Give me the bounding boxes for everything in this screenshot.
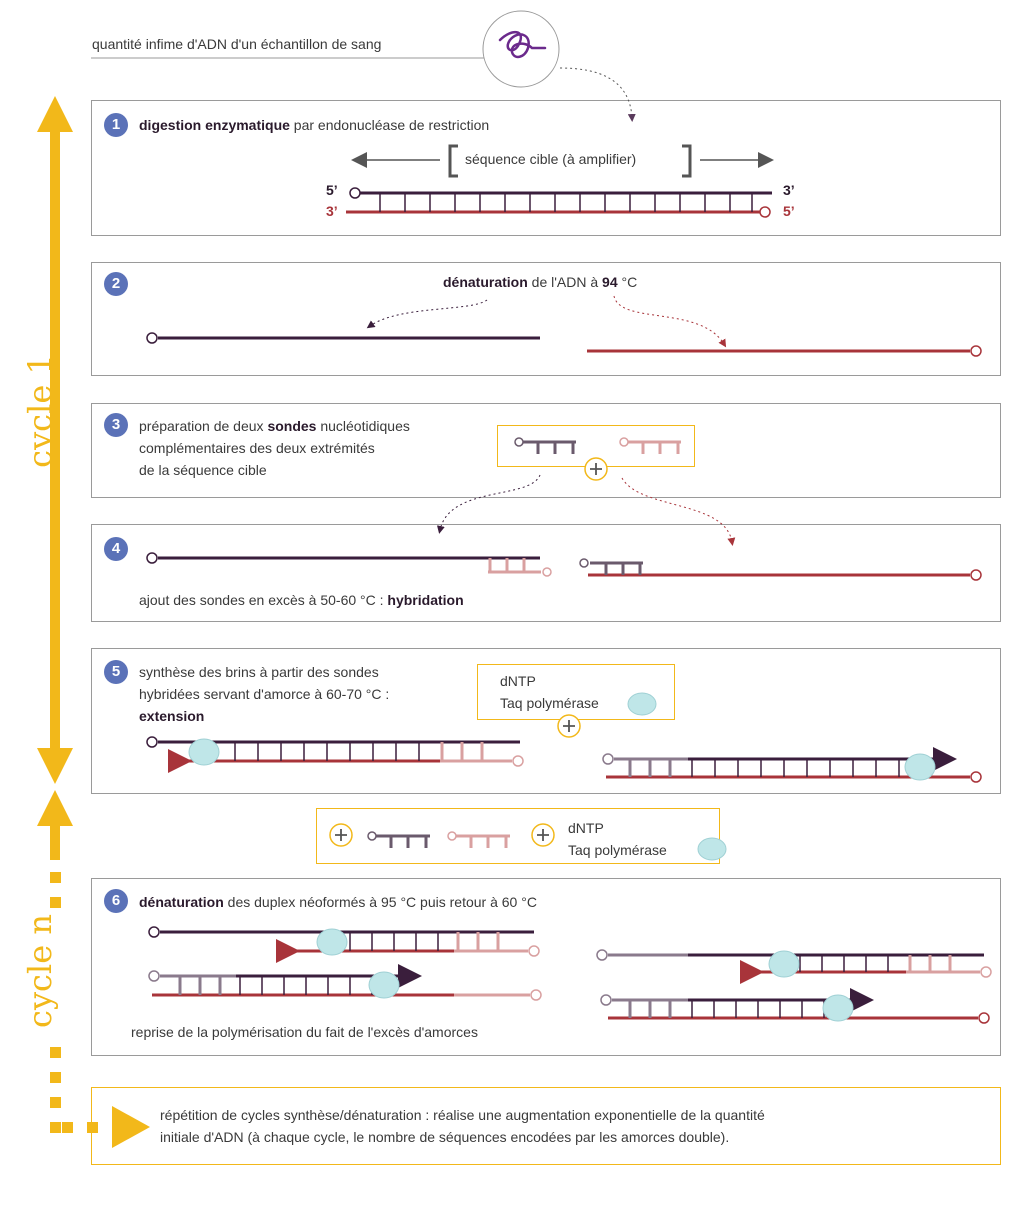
step-5-badge: 5 bbox=[104, 660, 128, 684]
step6-box bbox=[91, 878, 1001, 1056]
denat-arrow-dark bbox=[366, 299, 488, 329]
step-5-line3: extension bbox=[139, 708, 205, 724]
step-6-badge: 6 bbox=[104, 889, 128, 913]
step-2-title: dénaturation de l'ADN à 94 °C bbox=[443, 274, 638, 290]
step-4-badge: 4 bbox=[104, 537, 128, 561]
ext-right-rungs bbox=[691, 759, 900, 777]
probe-arrow-red bbox=[621, 477, 736, 546]
reagent-taq-between: Taq polymérase bbox=[568, 842, 667, 858]
footer-play-icon bbox=[112, 1106, 150, 1148]
target-bracket-left bbox=[448, 144, 458, 178]
plus-icon-between-1 bbox=[329, 823, 353, 847]
target-arrowhead-left-icon bbox=[351, 152, 367, 168]
step-4-caption: ajout des sondes en excès à 50-60 °C : h… bbox=[139, 592, 464, 608]
probe-arrow-dark bbox=[436, 474, 541, 534]
cycle1-label: cycle 1 bbox=[21, 354, 59, 468]
step-1-title: digestion enzymatique par endonucléase d… bbox=[139, 117, 490, 133]
target-arrowhead-right-icon bbox=[758, 152, 774, 168]
dna-scribble-icon bbox=[498, 31, 547, 59]
hyb-probe-dark bbox=[590, 561, 643, 575]
end-label-3-top: 3’ bbox=[783, 182, 795, 198]
step-5-line2: hybridées servant d'amorce à 60-70 °C : bbox=[139, 686, 390, 702]
target-bracket-right bbox=[682, 144, 692, 178]
cycle1-arrow-up-icon bbox=[37, 96, 73, 132]
dna-rungs-step1 bbox=[379, 193, 753, 212]
plus-icon-step3 bbox=[584, 457, 608, 481]
probe-pink-icon bbox=[619, 437, 681, 454]
footer-box bbox=[91, 1087, 1001, 1165]
sample-label: quantité infime d'ADN d'un échantillon d… bbox=[92, 36, 382, 52]
probe-dark-icon-between bbox=[367, 831, 430, 848]
probe-dark-icon bbox=[514, 437, 576, 454]
reagent-dntp-between: dNTP bbox=[568, 820, 604, 836]
reagent-taq-step5: Taq polymérase bbox=[500, 695, 599, 711]
taq-enzyme-icon-s6a bbox=[316, 928, 348, 956]
taq-enzyme-icon-s6c bbox=[768, 950, 800, 978]
footer-line2: initiale d'ADN (à chaque cycle, le nombr… bbox=[160, 1129, 730, 1145]
ext-left-rungs bbox=[234, 742, 420, 761]
step-3-line1: préparation de deux sondes nucléotidique… bbox=[139, 418, 410, 434]
end-label-3-bottom: 3’ bbox=[326, 203, 338, 219]
taq-enzyme-icon-s6d bbox=[822, 994, 854, 1022]
step-6-note: reprise de la polymérisation du fait de … bbox=[131, 1024, 478, 1040]
cyclen-label: cycle n bbox=[21, 914, 59, 1028]
taq-enzyme-icon-s6b bbox=[368, 971, 400, 999]
end-label-5-bottom: 5’ bbox=[783, 203, 795, 219]
taq-enzyme-icon-left bbox=[188, 738, 220, 766]
cyclen-arrow-up-icon bbox=[37, 790, 73, 826]
step-2-badge: 2 bbox=[104, 272, 128, 296]
step-3-line2: complémentaires des deux extrémités bbox=[139, 440, 375, 456]
blood-sample-circle bbox=[482, 10, 560, 88]
reagent-dntp-step5: dNTP bbox=[500, 673, 536, 689]
plus-icon-step5 bbox=[557, 714, 581, 738]
hyb-probe-pink bbox=[488, 558, 541, 574]
footer-line1: répétition de cycles synthèse/dénaturati… bbox=[160, 1107, 765, 1123]
step2-box bbox=[91, 262, 1001, 376]
end-label-5-top: 5’ bbox=[326, 182, 338, 198]
taq-enzyme-icon-step5 bbox=[627, 692, 657, 716]
taq-enzyme-icon-between bbox=[697, 837, 727, 861]
step-1-badge: 1 bbox=[104, 113, 128, 137]
cycle1-arrow-down-icon bbox=[37, 748, 73, 784]
target-sequence-label: séquence cible (à amplifier) bbox=[465, 151, 637, 167]
sample-arrow bbox=[559, 67, 636, 122]
step-6-title: dénaturation des duplex néoformés à 95 °… bbox=[139, 894, 537, 910]
denat-arrow-red bbox=[613, 295, 727, 348]
step-3-badge: 3 bbox=[104, 413, 128, 437]
probe-pink-icon-between bbox=[447, 831, 510, 848]
plus-icon-between-2 bbox=[531, 823, 555, 847]
taq-enzyme-icon-right bbox=[904, 753, 936, 781]
cyclen-dotted-path bbox=[50, 872, 98, 1133]
step-5-line1: synthèse des brins à partir des sondes bbox=[139, 664, 379, 680]
step-3-line3: de la séquence cible bbox=[139, 462, 267, 478]
